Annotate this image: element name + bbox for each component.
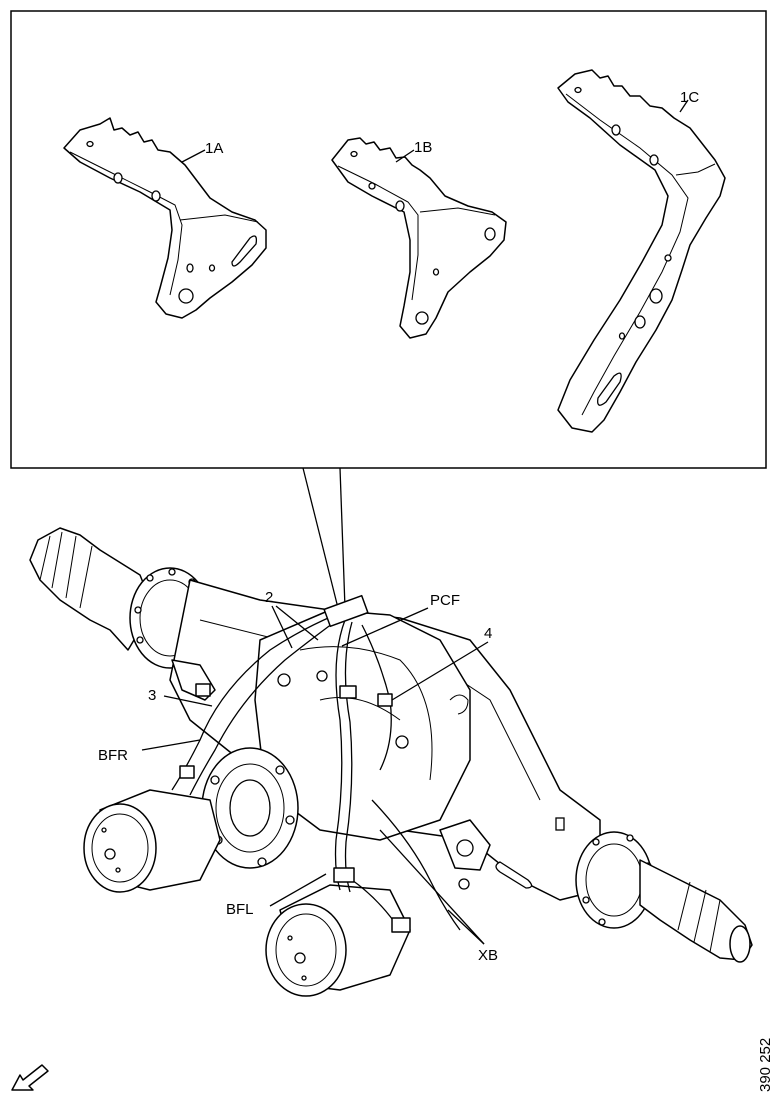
label-1a: 1A: [205, 140, 223, 157]
label-1c: 1C: [680, 89, 699, 106]
detail-box: [10, 10, 767, 609]
bracket-1b: [331, 137, 507, 339]
axle-assembly: [29, 527, 753, 997]
figure-number: 390 252: [757, 1038, 774, 1092]
bracket-1a: [63, 117, 267, 319]
label-bfl: BFL: [226, 901, 254, 918]
label-3: 3: [148, 687, 156, 704]
callouts: [141, 605, 489, 945]
label-2: 2: [265, 589, 273, 606]
label-bfr: BFR: [98, 747, 128, 764]
label-1b: 1B: [414, 139, 432, 156]
label-xb: XB: [478, 947, 498, 964]
orientation-arrow-icon: [11, 1064, 49, 1091]
label-pcf: PCF: [430, 592, 460, 609]
bracket-1c: [557, 69, 726, 433]
label-4: 4: [484, 625, 492, 642]
